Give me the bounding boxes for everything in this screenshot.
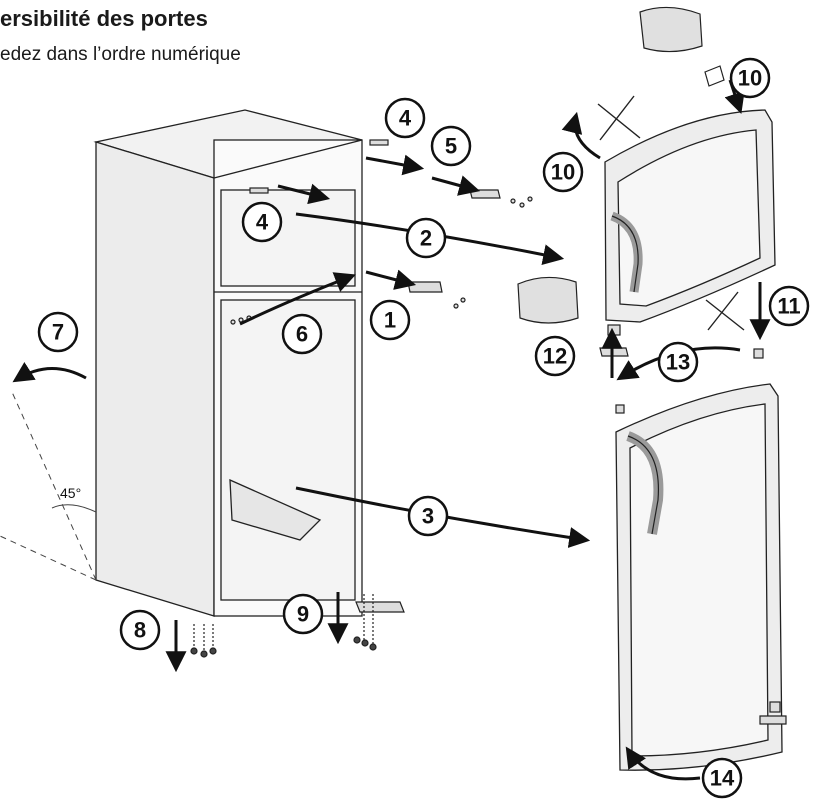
angle-arc [51,504,97,513]
angle-label: 45° [60,485,81,501]
step-6-label: 6 [296,322,308,347]
page-subtitle: edez dans l’ordre numérique [0,44,241,65]
step-3-label: 3 [422,504,434,529]
step-12-label: 12 [543,344,567,369]
page-title: ersibilité des portes [0,6,208,31]
step-10b-label: 10 [551,160,575,185]
fridge-cabinet [93,109,363,617]
tilt-guide [0,391,97,581]
step-13-label: 13 [666,350,690,375]
fridge-door [615,383,783,771]
step-1-label: 1 [384,308,396,333]
step-10a-label: 10 [738,66,762,91]
freezer-door [604,109,776,323]
bag-icon [517,6,703,324]
no-symbol-icon [597,95,745,331]
hinge-hardware [230,139,533,613]
step-5-label: 5 [445,134,457,159]
step-8-label: 8 [134,618,146,643]
step-numbers: 1 2 3 4 4 5 6 7 8 9 10 10 11 12 13 14 [52,66,801,791]
screws [190,594,377,658]
step-7-label: 7 [52,320,64,345]
step-2-label: 2 [420,226,432,251]
step-11-label: 11 [777,294,800,319]
step-14-label: 14 [710,766,735,791]
step-4b-label: 4 [256,210,269,235]
step-9-label: 9 [297,602,309,627]
step-4a-label: 4 [399,106,412,131]
step-markers [37,57,810,799]
